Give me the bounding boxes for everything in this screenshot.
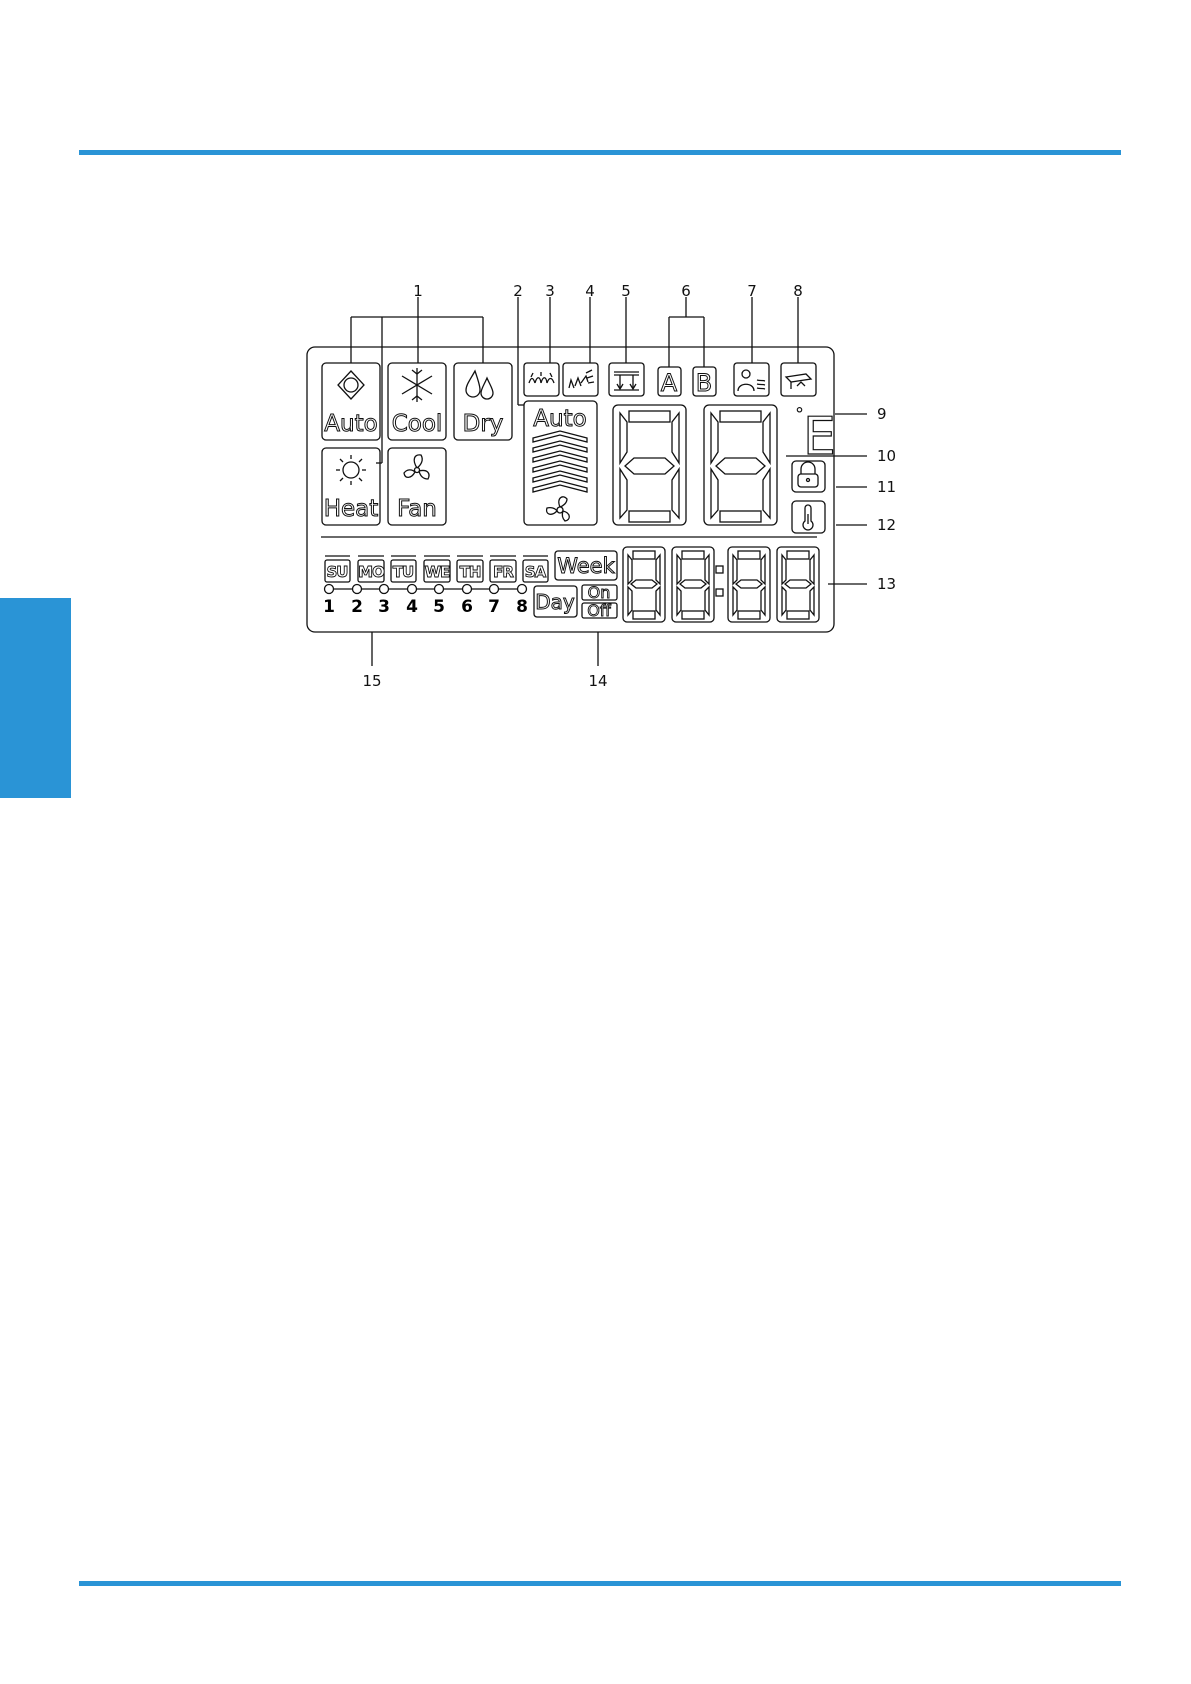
- callout-labels: 1 2 3 4 5 6 7 8 9 10 11 12 13 14 15: [362, 282, 896, 690]
- mode-auto-segment: Auto: [322, 363, 380, 440]
- timer-week-segment: Week: [555, 551, 617, 580]
- mode-cool-segment: Cool: [388, 363, 446, 440]
- timer-slot-5: 5: [433, 597, 445, 617]
- fan-speed-icon: [547, 497, 570, 521]
- weekday-su-label: SU: [327, 563, 348, 581]
- zone-b-segment: B: [693, 367, 716, 397]
- droplets-icon: [466, 371, 493, 399]
- callout-15: 15: [362, 672, 381, 690]
- timer-slot-2: 2: [351, 597, 363, 617]
- callout-12: 12: [877, 516, 896, 534]
- timer-off-label: Off: [587, 601, 612, 620]
- timer-on-segment: On: [582, 583, 617, 602]
- clock-digit-1: [623, 547, 665, 622]
- callout-10: 10: [877, 447, 896, 465]
- timer-slot-numbers: 1 2 3 4 5 6 7 8: [323, 597, 528, 617]
- weekday-fr-label: FR: [493, 563, 514, 581]
- timer-slot-8: 8: [516, 597, 528, 617]
- zone-a-segment: A: [658, 367, 681, 397]
- mode-auto-label: Auto: [324, 411, 377, 437]
- clock-digit-4: [777, 547, 819, 622]
- timer-day-segment: Day: [534, 586, 577, 617]
- horizontal-swing-segment: [524, 363, 559, 396]
- temperature-unit-segment: ° E: [795, 404, 836, 467]
- weekday-sa-label: SA: [525, 563, 547, 581]
- fan-icon: [404, 455, 429, 479]
- callout-14: 14: [588, 672, 607, 690]
- timer-off-segment: Off: [582, 601, 617, 620]
- callout-2-leader: [518, 297, 524, 405]
- timer-week-label: Week: [557, 554, 615, 578]
- temp-digit-1: [613, 405, 686, 525]
- thermometer-segment: [792, 501, 825, 533]
- weekday-tu-label: TU: [393, 563, 413, 581]
- callout-6-leaders: [669, 297, 704, 367]
- clock-colon: [716, 566, 723, 596]
- timer-slot-6: 6: [461, 597, 473, 617]
- timer-on-label: On: [588, 583, 611, 602]
- mode-cool-label: Cool: [392, 411, 443, 437]
- temp-digit-2: [704, 405, 777, 525]
- callout-7: 7: [747, 282, 757, 300]
- horizontal-swing-icon: [529, 372, 554, 383]
- weekday-we-label: WE: [425, 563, 451, 581]
- vertical-swing-segment: [563, 363, 598, 396]
- timer-slot-1: 1: [323, 597, 335, 617]
- callout-6: 6: [681, 282, 691, 300]
- zone-b-label: B: [696, 369, 712, 397]
- footer-rule: [79, 1581, 1121, 1586]
- mode-fan-segment: Fan: [388, 448, 446, 525]
- thermometer-icon: [803, 505, 813, 530]
- person-sensing-segment: [734, 363, 769, 396]
- auto-mode-icon: [338, 371, 364, 399]
- fan-speed-auto-label: Auto: [533, 406, 586, 432]
- follow-me-segment: [609, 363, 644, 396]
- sun-icon: [336, 455, 366, 485]
- mode-dry-segment: Dry: [454, 363, 512, 440]
- timer-day-label: Day: [535, 590, 575, 614]
- self-clean-icon: [786, 374, 811, 389]
- clock-digit-2: [672, 547, 714, 622]
- snowflake-icon: [402, 368, 432, 402]
- callout-1: 1: [413, 282, 423, 300]
- weekday-th-label: TH: [460, 563, 481, 581]
- callout-11: 11: [877, 478, 896, 496]
- callout-5: 5: [621, 282, 631, 300]
- temperature-unit-label: E: [803, 407, 836, 467]
- timer-slot-track: [325, 585, 527, 594]
- fan-speed-segment: Auto: [524, 401, 597, 525]
- mode-fan-label: Fan: [397, 496, 437, 522]
- callout-13: 13: [877, 575, 896, 593]
- fan-speed-bars: [533, 431, 587, 492]
- follow-me-icon: [614, 372, 639, 390]
- mode-heat-label: Heat: [324, 496, 379, 522]
- vertical-swing-icon: [569, 370, 594, 388]
- callout-9: 9: [877, 405, 887, 423]
- clock-digit-3: [728, 547, 770, 622]
- mode-heat-segment: Heat: [322, 448, 380, 525]
- timer-slot-3: 3: [378, 597, 390, 617]
- callout-3: 3: [545, 282, 555, 300]
- callout-4: 4: [585, 282, 595, 300]
- mode-dry-label: Dry: [463, 411, 504, 437]
- zone-a-label: A: [661, 369, 678, 397]
- self-clean-segment: [781, 363, 816, 396]
- timer-slot-4: 4: [406, 597, 418, 617]
- weekday-mo-label: MO: [358, 563, 384, 581]
- callout-2: 2: [513, 282, 523, 300]
- callout-8: 8: [793, 282, 803, 300]
- timer-slot-7: 7: [488, 597, 500, 617]
- person-sensing-icon: [738, 370, 765, 391]
